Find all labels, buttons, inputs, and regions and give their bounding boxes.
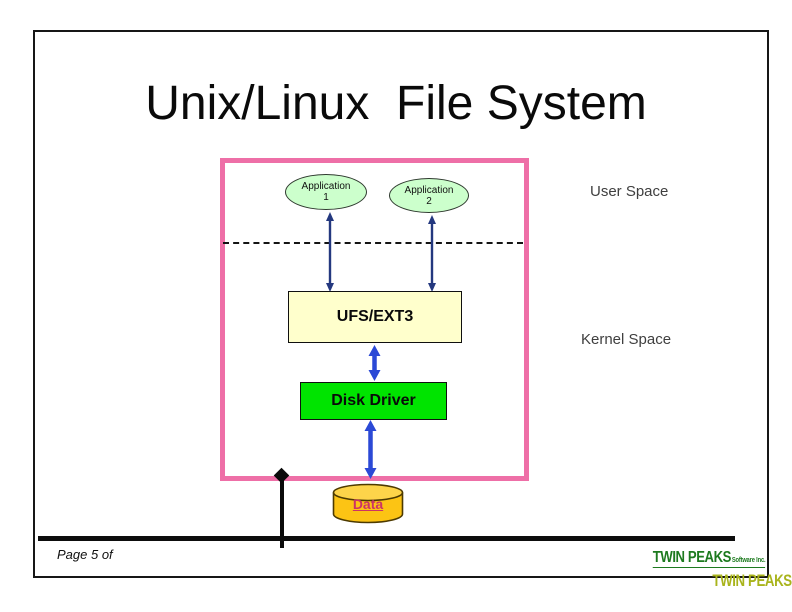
arrow-app2-ufs-icon <box>428 215 436 292</box>
arrow-ufs-diskdriver-icon <box>368 345 381 381</box>
twin-peaks-logo-suffix: Software Inc. <box>731 557 765 564</box>
footer-rule <box>38 536 735 541</box>
application-2-label-line1: Application <box>404 184 454 196</box>
diagram-frame <box>220 158 529 481</box>
disk-driver-box: Disk Driver <box>300 382 447 420</box>
disk-driver-label: Disk Driver <box>331 392 416 409</box>
arrow-diskdriver-data-icon <box>364 420 377 479</box>
data-cylinder-icon <box>332 483 404 524</box>
application-1-label-line1: Application <box>301 181 351 192</box>
user-space-label: User Space <box>590 183 669 200</box>
twin-peaks-logo-secondary: TWIN PEAKS <box>712 571 792 590</box>
arrow-app1-ufs-icon <box>326 212 334 292</box>
twin-peaks-logo-text: TWIN PEAKS <box>652 549 731 566</box>
page-number-label: Page 5 of <box>57 547 113 562</box>
application-2-label-line2: 2 <box>426 195 432 207</box>
user-kernel-divider <box>223 242 523 244</box>
ufs-ext3-label: UFS/EXT3 <box>336 308 414 325</box>
page-title: Unix/Linux File System <box>145 77 647 130</box>
application-1-label-line2: 1 <box>323 192 329 203</box>
twin-peaks-logo-primary: TWIN PEAKS Software Inc. <box>652 549 765 568</box>
application-2-node: Application 2 <box>389 178 469 213</box>
application-1-node: Application 1 <box>285 174 367 210</box>
ufs-ext3-box: UFS/EXT3 <box>288 291 462 343</box>
kernel-space-label: Kernel Space <box>581 331 672 348</box>
data-link[interactable]: Data <box>352 496 384 512</box>
slide-border <box>33 30 769 578</box>
connector-line <box>280 472 284 548</box>
